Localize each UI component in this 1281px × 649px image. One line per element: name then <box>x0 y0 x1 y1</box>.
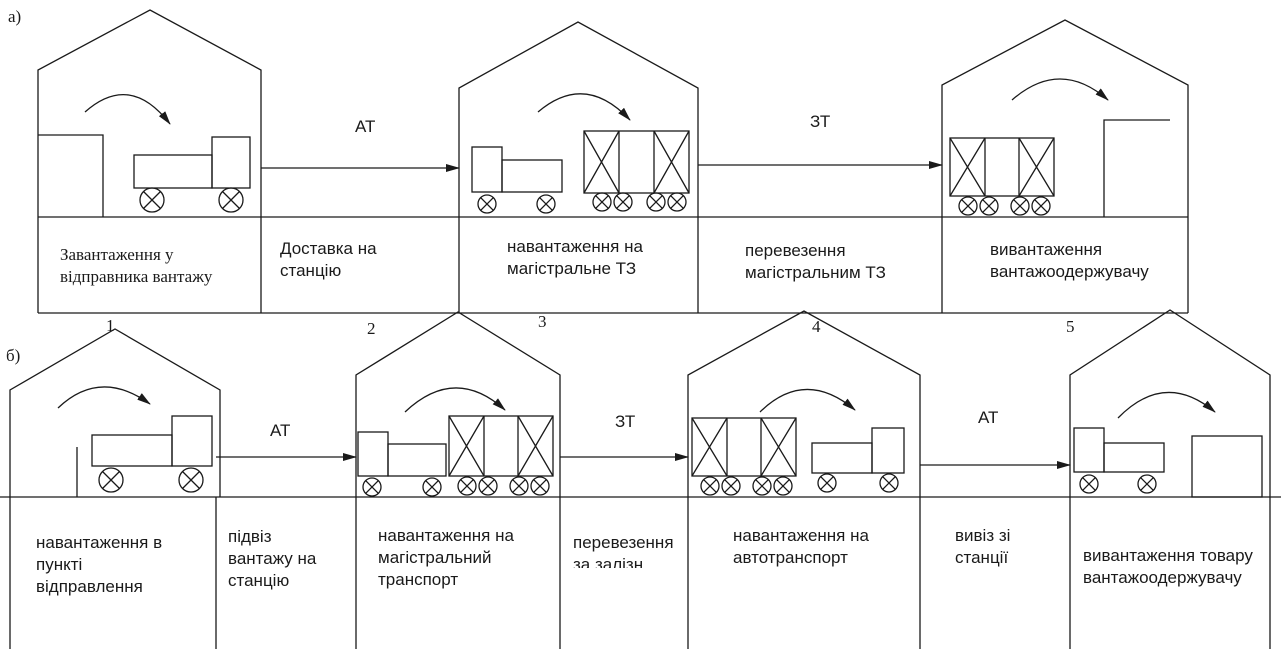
loading-curved-arrow <box>1012 79 1108 100</box>
stage-number: 1 <box>106 315 115 337</box>
warehouse-building <box>10 329 220 497</box>
truck-icon <box>812 428 904 492</box>
stage-number: 3 <box>538 311 547 333</box>
stage-number: 5 <box>1066 316 1075 338</box>
stage-label: вивантаження товару вантажоодержувачу <box>1083 545 1253 589</box>
arrow-label-zt: ЗТ <box>810 111 830 133</box>
stage-label: навантаження в пункті відправлення <box>36 532 162 598</box>
stage-label: Завантаження у відправника вантажу <box>60 244 212 288</box>
stage-label: перевезення за залізн <box>573 532 685 568</box>
stage-label: навантаження на магістральне ТЗ <box>507 236 643 280</box>
stage-label: вивіз зі станції <box>955 525 1010 569</box>
warehouse-building <box>459 22 698 217</box>
truck-icon <box>472 147 562 213</box>
loading-curved-arrow <box>760 389 855 412</box>
warehouse-building <box>942 20 1188 217</box>
panel-label-a: а) <box>8 6 21 28</box>
loading-curved-arrow <box>58 387 150 408</box>
truck-icon <box>358 432 446 496</box>
loading-curved-arrow <box>1118 392 1215 418</box>
stage-label: вивантаження вантажоодержувачу <box>990 239 1149 283</box>
stage-label: Доставка на станцію <box>280 238 377 282</box>
stage-label: підвіз вантажу на станцію <box>228 526 316 592</box>
stage-label: навантаження на автотранспорт <box>733 525 869 569</box>
truck-icon <box>134 137 250 212</box>
arrow-label-at: АТ <box>270 420 290 442</box>
arrow-label-at: АТ <box>978 407 998 429</box>
railcar-icon <box>950 138 1054 215</box>
railcar-icon <box>449 416 553 495</box>
warehouse-building <box>356 312 560 497</box>
stage-number: 2 <box>367 318 376 340</box>
loading-curved-arrow <box>405 388 505 412</box>
arrow-label-at: АТ <box>355 116 375 138</box>
loading-curved-arrow <box>538 94 630 120</box>
warehouse-building <box>38 10 261 217</box>
panel-label-b: б) <box>6 345 20 367</box>
railcar-icon <box>692 418 796 495</box>
stage-number: 4 <box>812 316 821 338</box>
stage-label: перевезення магістральним ТЗ <box>745 240 886 284</box>
loading-ramp <box>38 135 103 217</box>
warehouse-building <box>1070 310 1270 497</box>
arrow-label-zt: ЗТ <box>615 411 635 433</box>
unloading-ramp <box>1104 120 1170 217</box>
stage-label: навантаження на магістральний транспорт <box>378 525 514 591</box>
railcar-icon <box>584 131 689 211</box>
truck-icon <box>1074 428 1164 493</box>
truck-icon <box>92 416 212 492</box>
loading-curved-arrow <box>85 95 170 124</box>
unloading-ramp <box>1192 436 1262 497</box>
